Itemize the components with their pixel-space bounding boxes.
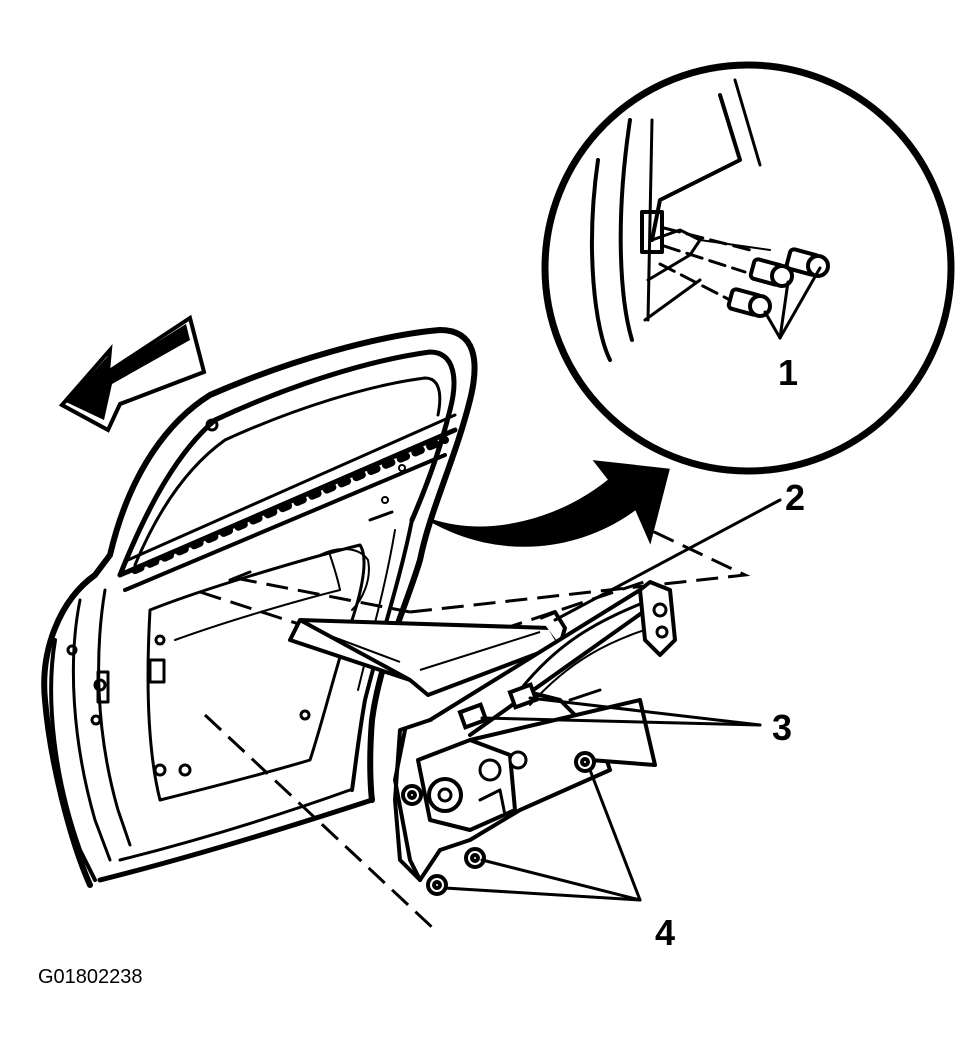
door-frame (41, 327, 478, 888)
callout-label-2: 2 (785, 477, 805, 518)
regulator-bolts (457, 682, 539, 730)
callout-label-4: 4 (655, 912, 675, 953)
regulator-nuts (401, 751, 596, 896)
inset-screw (726, 287, 772, 318)
window-regulator-assembly (393, 580, 677, 882)
detail-view-arrow-icon (429, 460, 670, 547)
inset-screw (748, 257, 794, 288)
callout-leaders (443, 498, 782, 902)
detail-inset (541, 61, 955, 475)
figure-id: G01802238 (38, 966, 143, 988)
front-direction-arrow-icon (58, 314, 207, 433)
callout-label-1: 1 (778, 352, 798, 393)
inset-screw (784, 247, 830, 278)
callout-label-3: 3 (772, 707, 792, 748)
glass-channel-rail (288, 610, 567, 697)
